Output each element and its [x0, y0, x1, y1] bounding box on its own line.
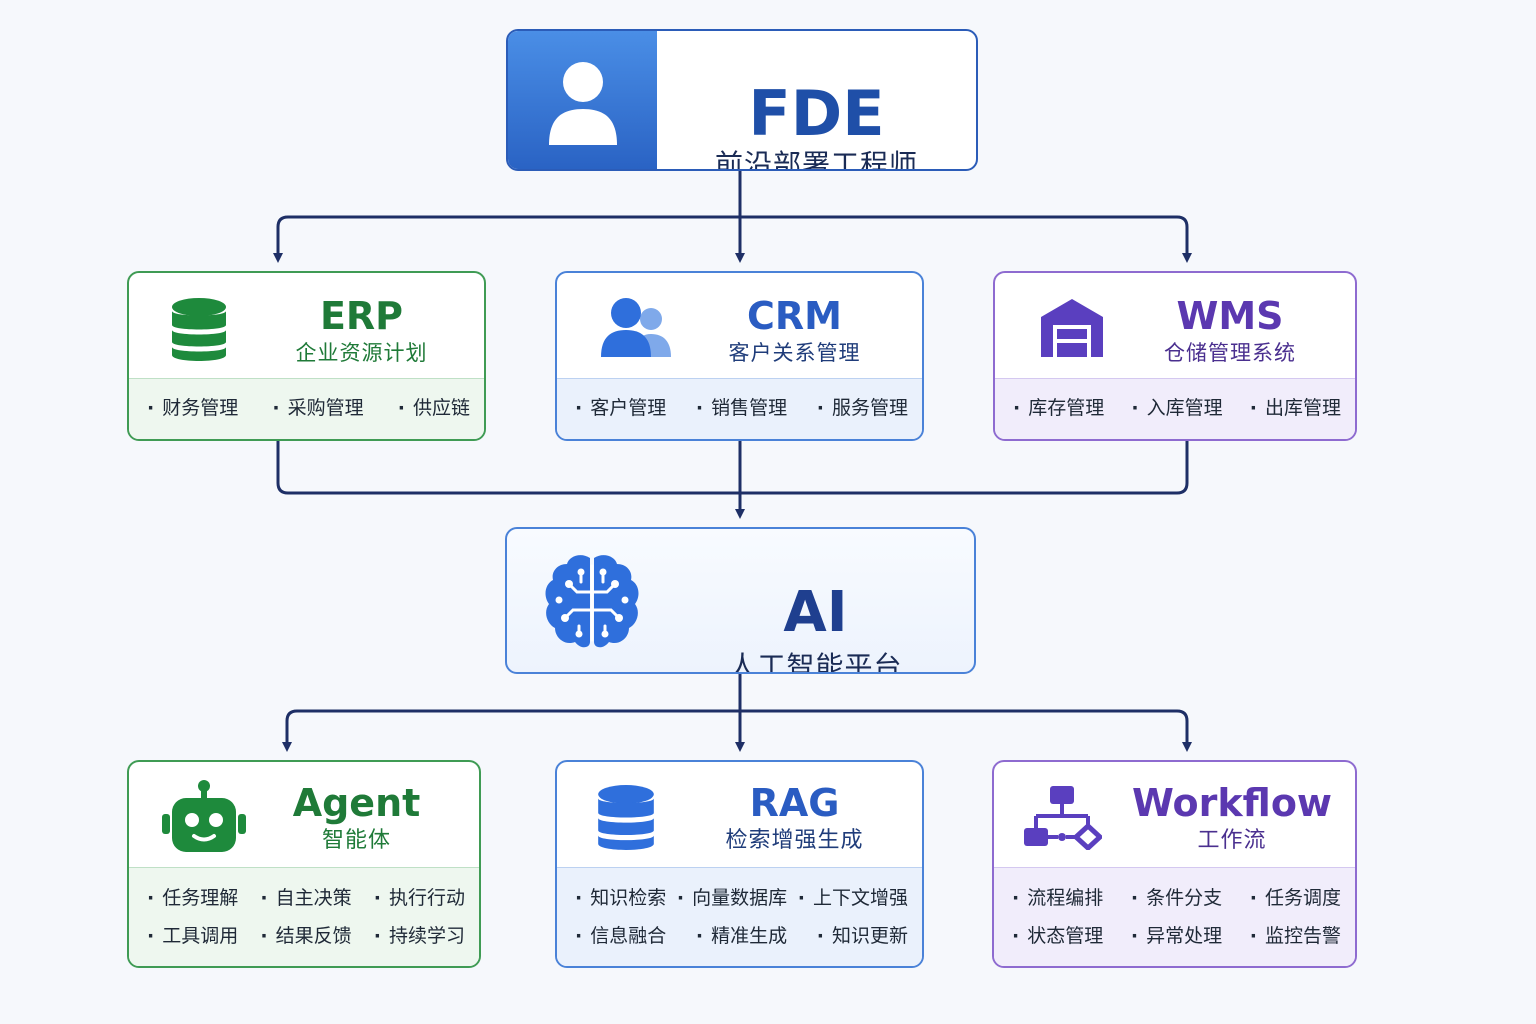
crm-feature-list: 客户管理 销售管理 服务管理 — [557, 378, 922, 439]
wms-feature-list: 库存管理 入库管理 出库管理 — [995, 378, 1355, 439]
list-item: 任务调度 — [1250, 886, 1341, 910]
list-item: 状态管理 — [1012, 924, 1103, 948]
list-item: 精准生成 — [696, 924, 787, 948]
list-item: 知识检索 — [575, 886, 666, 910]
agent-feature-list: 任务理解 自主决策 执行行动 工具调用 结果反馈 持续学习 — [129, 867, 479, 966]
rag-feature-list: 知识检索 向量数据库 上下文增强 信息融合 精准生成 知识更新 — [557, 867, 922, 966]
database-icon — [598, 785, 654, 850]
list-item: 条件分支 — [1131, 886, 1222, 910]
list-item: 采购管理 — [272, 396, 364, 420]
ai-node: AI 人工智能平台 — [505, 527, 976, 674]
agent-node: Agent 智能体 任务理解 自主决策 执行行动 工具调用 结果反馈 持续学习 — [127, 760, 481, 968]
rag-node: RAG 检索增强生成 知识检索 向量数据库 上下文增强 信息融合 精准生成 知识… — [555, 760, 924, 968]
erp-subtitle: 企业资源计划 — [295, 341, 428, 365]
user-icon — [549, 62, 617, 145]
workflow-subtitle: 工作流 — [1197, 828, 1267, 853]
ai-subtitle: 人工智能平台 — [728, 650, 903, 674]
list-item: 知识更新 — [817, 924, 908, 948]
list-item: 财务管理 — [147, 396, 238, 420]
workflow-node: Workflow 工作流 流程编排 条件分支 任务调度 状态管理 异常处理 监控… — [992, 760, 1357, 968]
erp-node: ERP 企业资源计划 财务管理 采购管理 供应链 — [127, 271, 486, 441]
list-item: 供应链 — [398, 396, 470, 420]
list-item: 出库管理 — [1250, 396, 1341, 420]
list-item: 异常处理 — [1131, 924, 1222, 948]
workflow-feature-list: 流程编排 条件分支 任务调度 状态管理 异常处理 监控告警 — [994, 867, 1355, 966]
list-item: 工具调用 — [147, 924, 238, 948]
list-item: 任务理解 — [147, 886, 238, 910]
list-item: 向量数据库 — [677, 886, 787, 910]
list-item: 上下文增强 — [798, 886, 908, 910]
rag-subtitle: 检索增强生成 — [725, 828, 864, 853]
erp-feature-list: 财务管理 采购管理 供应链 — [129, 378, 484, 439]
robot-icon — [162, 780, 246, 852]
list-item: 入库管理 — [1131, 396, 1223, 420]
list-item: 信息融合 — [575, 924, 666, 948]
wms-subtitle: 仓储管理系统 — [1164, 341, 1296, 365]
erp-title: ERP — [319, 294, 404, 338]
list-item: 流程编排 — [1012, 886, 1103, 910]
wms-node: WMS 仓储管理系统 库存管理 入库管理 出库管理 — [993, 271, 1357, 441]
users-icon — [601, 298, 671, 357]
crm-subtitle: 客户关系管理 — [728, 341, 861, 365]
list-item: 结果反馈 — [260, 924, 352, 948]
fde-node: FDE 前沿部署工程师 — [506, 29, 978, 171]
fde-title: FDE — [748, 77, 885, 150]
list-item: 监控告警 — [1250, 924, 1341, 948]
workflow-icon — [1024, 786, 1102, 850]
list-item: 持续学习 — [374, 924, 465, 948]
connector-merge — [276, 441, 1189, 495]
agent-subtitle: 智能体 — [321, 828, 391, 853]
list-item: 执行行动 — [374, 886, 465, 910]
list-item: 库存管理 — [1013, 396, 1104, 420]
connector-ai-branch — [285, 674, 1189, 747]
wms-title: WMS — [1176, 294, 1284, 338]
list-item: 销售管理 — [696, 396, 787, 420]
workflow-title: Workflow — [1131, 781, 1333, 825]
list-item: 自主决策 — [260, 886, 352, 910]
ai-title: AI — [783, 580, 848, 645]
crm-title: CRM — [747, 294, 842, 338]
connector-fde-branch — [276, 215, 1189, 258]
list-item: 客户管理 — [575, 396, 666, 420]
rag-title: RAG — [749, 781, 840, 825]
crm-node: CRM 客户关系管理 客户管理 销售管理 服务管理 — [555, 271, 924, 441]
list-item: 服务管理 — [817, 396, 908, 420]
fde-icon-panel — [508, 31, 657, 169]
agent-title: Agent — [292, 781, 421, 825]
fde-subtitle: 前沿部署工程师 — [714, 148, 918, 171]
warehouse-icon — [1041, 299, 1103, 357]
brain-icon — [545, 555, 639, 648]
database-icon — [172, 298, 226, 361]
